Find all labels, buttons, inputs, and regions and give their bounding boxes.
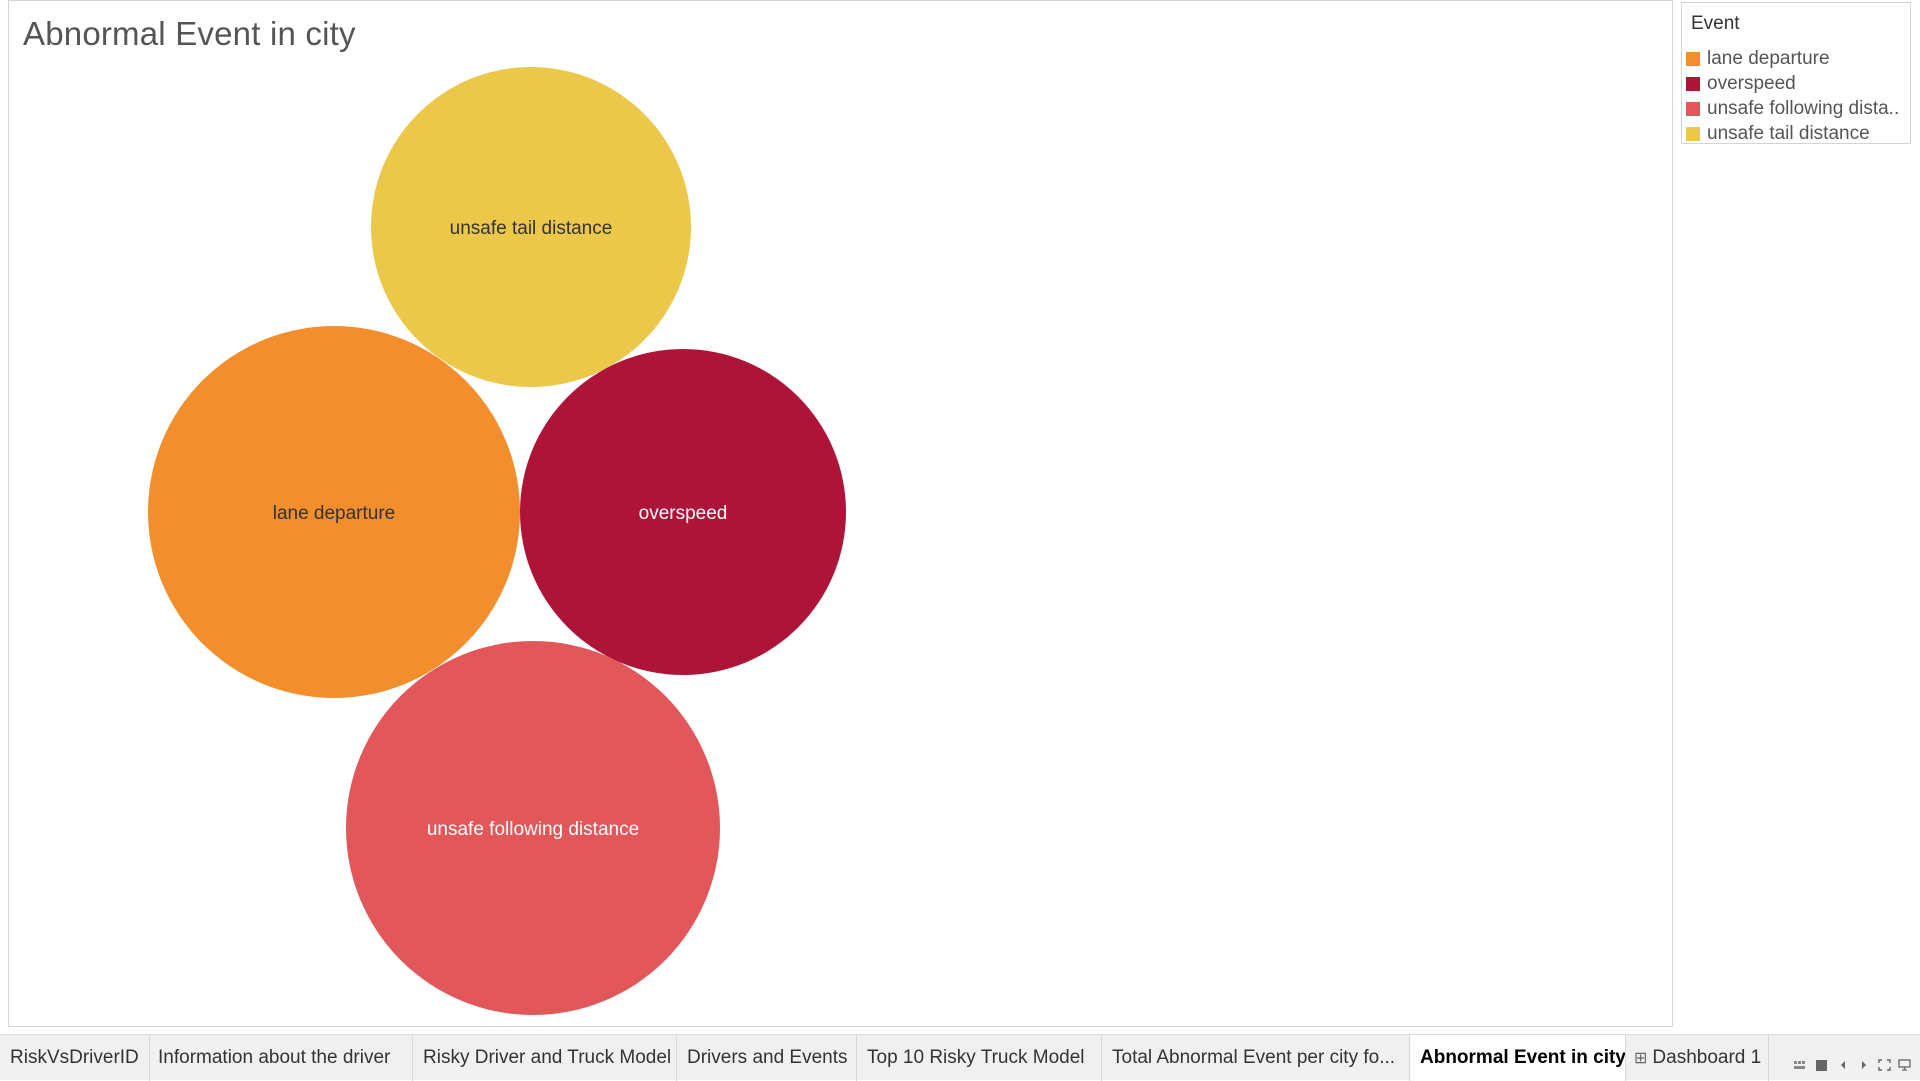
legend: Event lane departure overspeed unsafe fo… — [1681, 2, 1911, 144]
legend-swatch — [1686, 102, 1700, 116]
tab-label: Abnormal Event in city — [1420, 1047, 1626, 1068]
bubble-unsafe-tail-distance[interactable] — [371, 67, 691, 387]
dashboard-icon: ⊞ — [1634, 1050, 1648, 1067]
bubble-label-unsafe-following-distance: unsafe following distance — [427, 819, 639, 840]
legend-swatch — [1686, 52, 1700, 66]
bubble-lane-departure[interactable] — [148, 326, 520, 698]
tab-label: Total Abnormal Event per city fo... — [1112, 1047, 1396, 1068]
prev-sheet-icon[interactable] — [1836, 1058, 1850, 1072]
legend-swatch — [1686, 127, 1700, 141]
tab-label: Information about the driver — [158, 1047, 391, 1068]
show-tabs-icon[interactable] — [1815, 1058, 1829, 1072]
tab-label: Dashboard 1 — [1652, 1047, 1762, 1068]
legend-label: unsafe tail distance — [1707, 123, 1870, 144]
tab-label: Top 10 Risky Truck Model — [867, 1047, 1085, 1068]
legend-swatch — [1686, 77, 1700, 91]
viz-pane: Abnormal Event in city unsafe tail dista… — [8, 0, 1673, 1027]
bubble-label-overspeed: overspeed — [639, 503, 728, 524]
fit-screen-icon[interactable] — [1877, 1058, 1891, 1072]
tab-risky-driver-and-truck-model[interactable]: Risky Driver and Truck Model — [413, 1035, 677, 1081]
legend-label: lane departure — [1707, 48, 1830, 69]
legend-item-unsafe-following-distance[interactable]: unsafe following dista.. — [1686, 97, 1908, 121]
legend-label: unsafe following dista.. — [1707, 98, 1900, 119]
tab-label: Risky Driver and Truck Model — [423, 1047, 672, 1068]
chart-title: Abnormal Event in city — [23, 15, 356, 52]
presentation-mode-icon[interactable] — [1897, 1058, 1911, 1072]
legend-label: overspeed — [1707, 73, 1796, 94]
tab-label: RiskVsDriverID — [10, 1047, 139, 1068]
bubble-label-lane-departure: lane departure — [273, 503, 396, 524]
legend-item-overspeed[interactable]: overspeed — [1686, 72, 1908, 96]
tab-drivers-and-events[interactable]: Drivers and Events — [677, 1035, 857, 1081]
legend-item-unsafe-tail-distance[interactable]: unsafe tail distance — [1686, 122, 1908, 146]
bubble-unsafe-following-distance[interactable] — [346, 641, 720, 1015]
tab-riskvsdriverid[interactable]: RiskVsDriverID — [0, 1035, 150, 1081]
show-filmstrip-icon[interactable] — [1793, 1058, 1807, 1072]
tab-total-abnormal-event-per-city[interactable]: Total Abnormal Event per city fo... — [1102, 1035, 1410, 1081]
sheet-tab-bar: RiskVsDriverID Information about the dri… — [0, 1034, 1920, 1081]
tab-information-about-the-driver[interactable]: Information about the driver — [150, 1035, 413, 1081]
tab-dashboard-1[interactable]: ⊞ Dashboard 1 — [1626, 1035, 1769, 1081]
legend-title: Event — [1691, 13, 1740, 34]
legend-item-lane-departure[interactable]: lane departure — [1686, 47, 1908, 71]
next-sheet-icon[interactable] — [1857, 1058, 1871, 1072]
bubble-chart: unsafe tail distance lane departure oversp… — [148, 67, 846, 1015]
bubble-label-unsafe-tail-distance: unsafe tail distance — [450, 218, 613, 239]
tab-label: Drivers and Events — [687, 1047, 848, 1068]
bubble-overspeed[interactable] — [520, 349, 846, 675]
tab-abnormal-event-in-city[interactable]: Abnormal Event in city — [1410, 1035, 1626, 1081]
tab-top-10-risky-truck-model[interactable]: Top 10 Risky Truck Model — [857, 1035, 1102, 1081]
